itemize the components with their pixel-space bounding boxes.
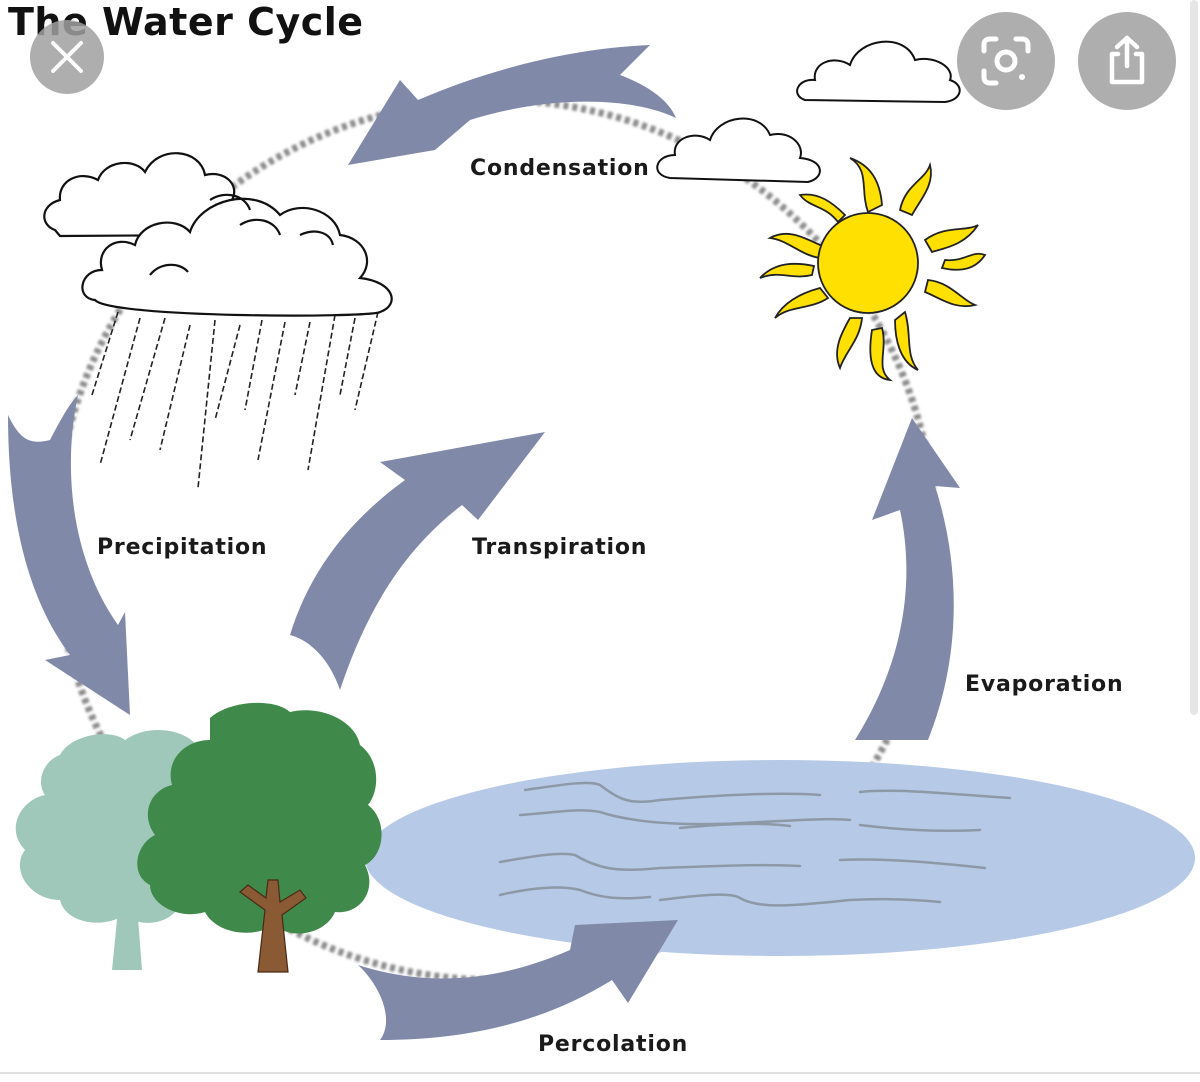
evaporation-arrow	[855, 418, 960, 740]
close-button[interactable]	[30, 20, 104, 94]
top-right-cloud	[796, 40, 961, 104]
label-condensation: Condensation	[470, 156, 650, 181]
percolation-arrow	[358, 920, 678, 1040]
sun	[759, 157, 987, 382]
rain-cloud	[43, 152, 393, 317]
lens-icon	[981, 36, 1031, 86]
label-transpiration: Transpiration	[472, 535, 648, 560]
bottom-divider	[0, 1072, 1200, 1074]
dark-tree	[137, 702, 382, 973]
transpiration-arrow	[290, 432, 545, 690]
label-evaporation: Evaporation	[965, 672, 1124, 697]
small-cloud	[656, 117, 821, 184]
condensation-arrow	[348, 45, 676, 165]
close-icon	[51, 41, 83, 73]
label-precipitation: Precipitation	[97, 535, 268, 560]
label-percolation: Percolation	[538, 1032, 689, 1057]
lake-ripples	[498, 781, 1012, 907]
lake	[365, 760, 1195, 956]
lens-button[interactable]	[957, 12, 1055, 110]
rain	[91, 311, 379, 489]
share-icon	[1109, 35, 1145, 85]
precipitation-arrow	[8, 395, 130, 715]
scrollbar[interactable]	[1190, 0, 1198, 715]
share-button[interactable]	[1078, 12, 1176, 110]
